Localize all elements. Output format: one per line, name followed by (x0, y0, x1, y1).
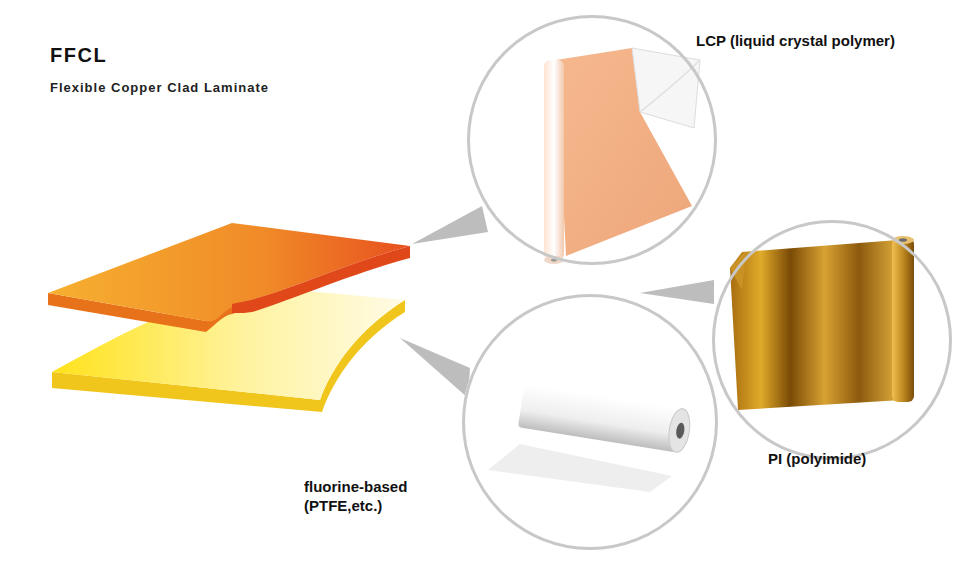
material-circle: fluorine-based (PTFE,etc.) (462, 294, 718, 550)
material-label: fluorine-based (PTFE,etc.) (304, 478, 454, 516)
material-label: PI (polyimide) (768, 450, 938, 469)
circle-outline (467, 15, 717, 265)
material-label: LCP (liquid crystal polymer) (696, 32, 946, 51)
subtitle-label: Flexible Copper Clad Laminate (50, 80, 269, 95)
material-circle: LCP (liquid crystal polymer) (467, 15, 717, 265)
circle-outline (712, 220, 952, 460)
material-circle: PI (polyimide) (712, 220, 952, 460)
circle-outline (462, 294, 718, 550)
diagram-title: FFCL (50, 44, 107, 67)
